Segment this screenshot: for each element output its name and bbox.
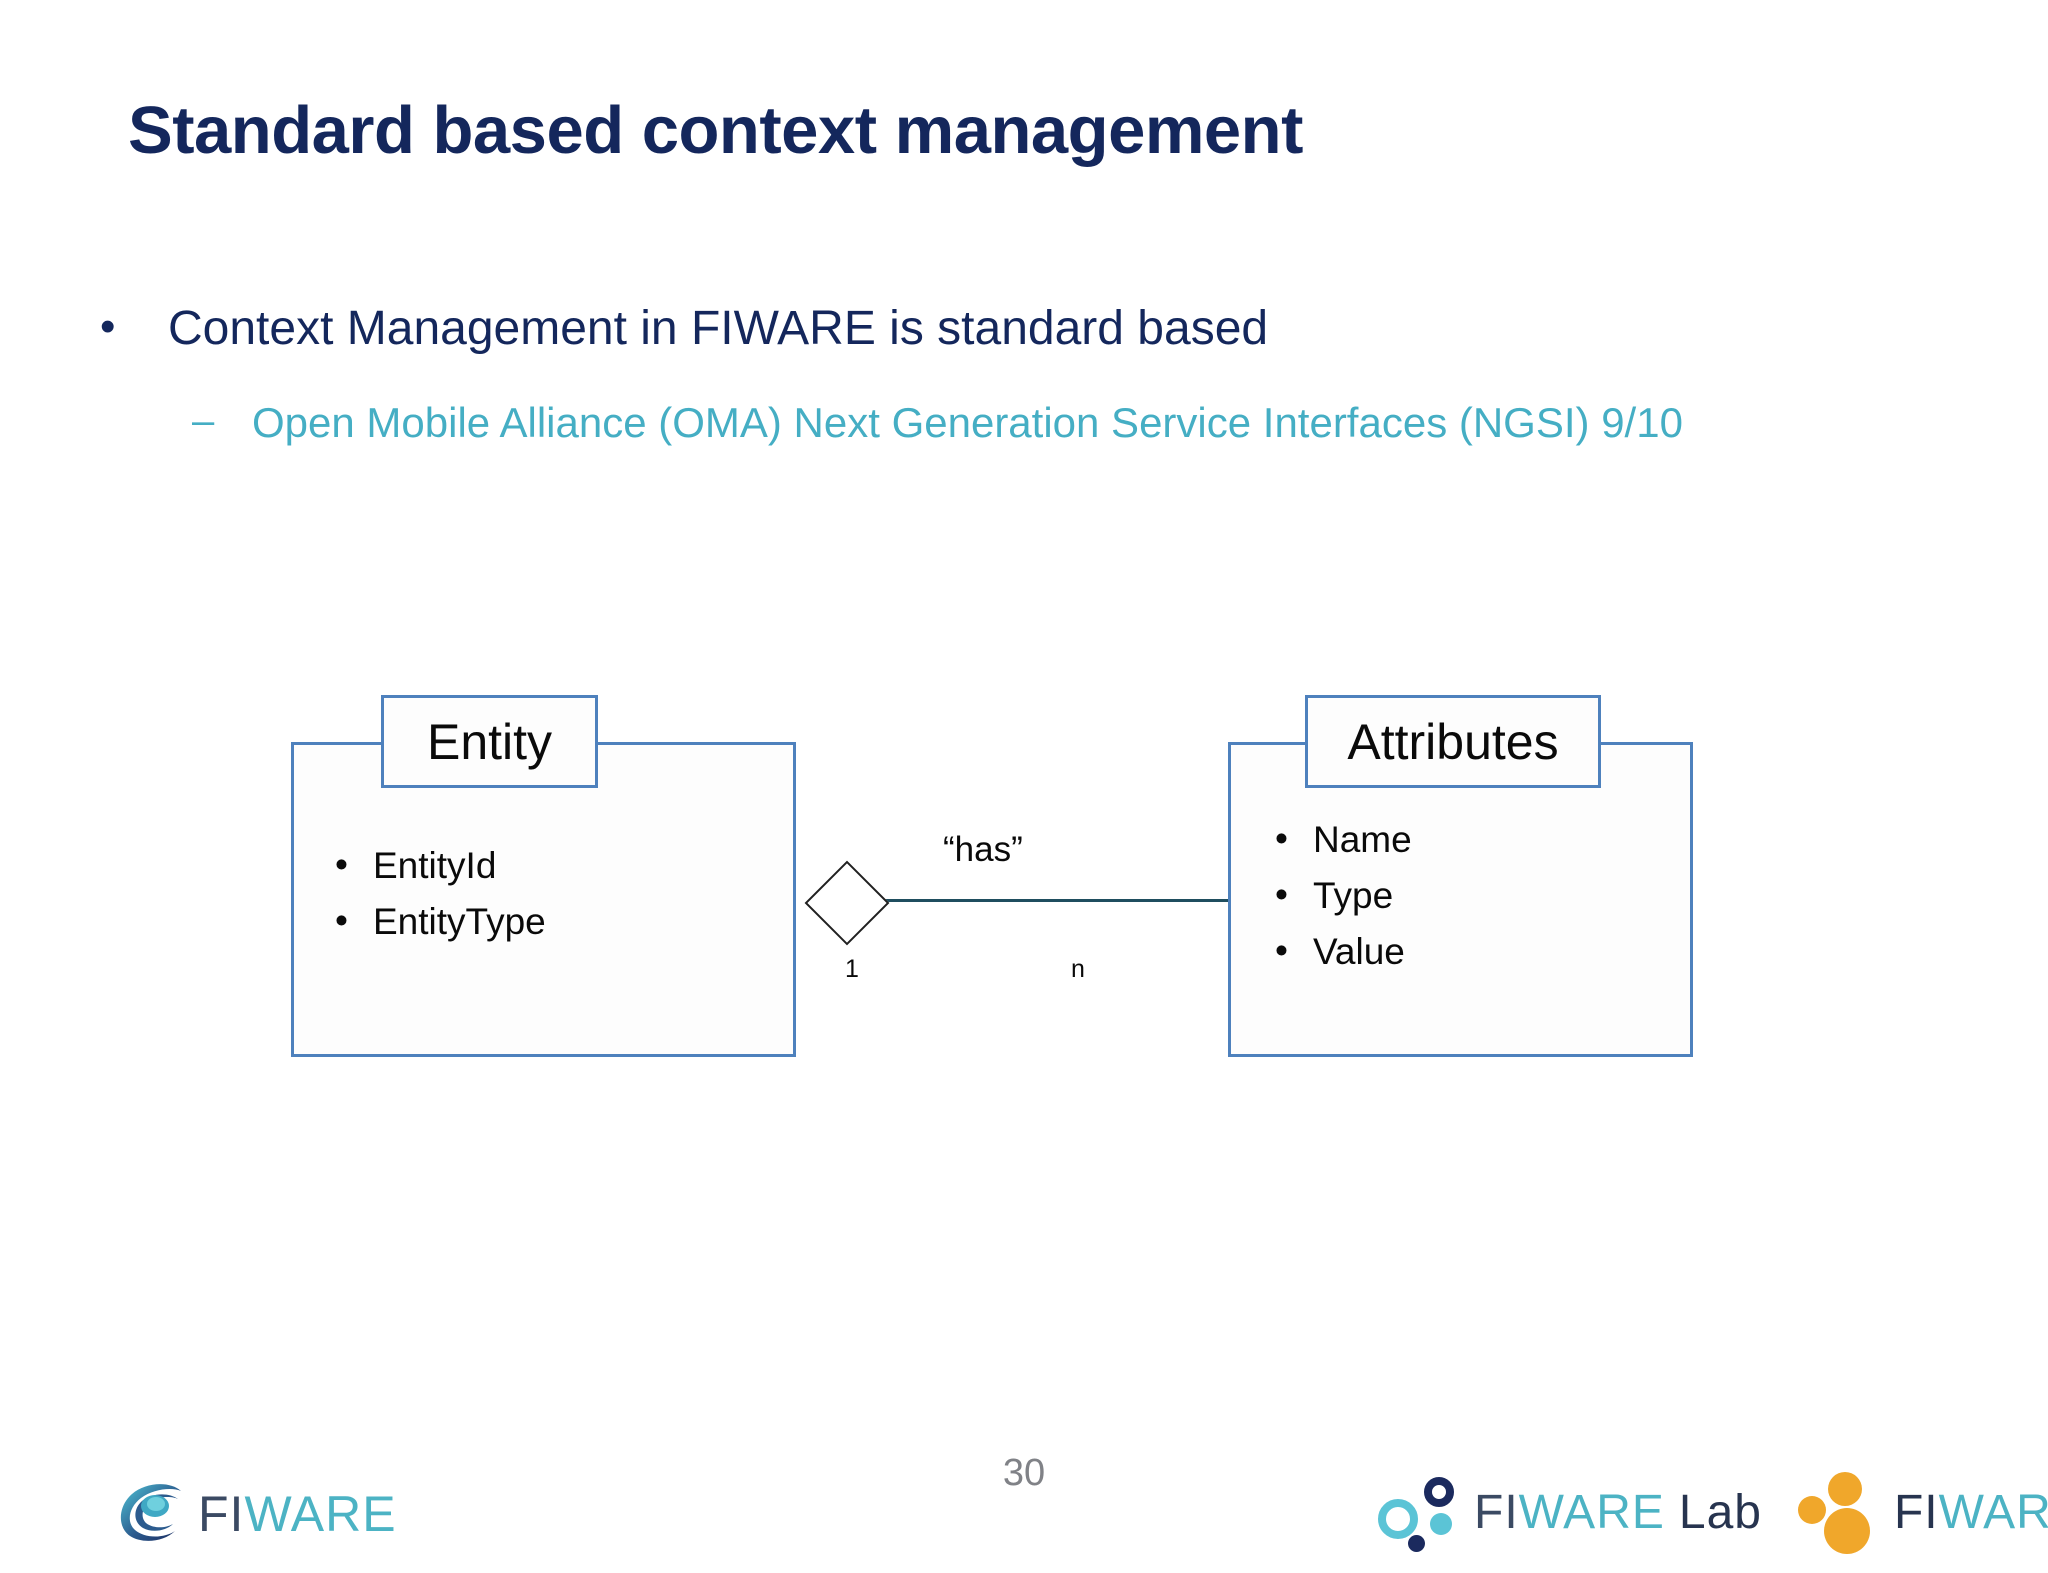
fiware-lab-text-fi: FI xyxy=(1474,1485,1519,1539)
fiware-swirl-icon xyxy=(118,1483,184,1545)
list-item: Type xyxy=(1275,867,1412,924)
fiware-lab-text-lab: Lab xyxy=(1678,1485,1762,1539)
page-title: Standard based context management xyxy=(128,93,1303,168)
list-item: Value xyxy=(1275,923,1412,980)
fiware-logo-text-fi: FI xyxy=(198,1486,245,1542)
fiware-ops-logo-text: FIWAREOps xyxy=(1894,1485,2048,1540)
relationship-diamond-icon xyxy=(804,860,890,946)
fiware-ops-text-fi: FI xyxy=(1893,1485,1939,1539)
relationship-connector-line xyxy=(868,899,1228,902)
fiware-logo-text: FIWARE xyxy=(198,1485,397,1543)
fiware-lab-dots-icon xyxy=(1378,1473,1474,1552)
entity-box-title: Entity xyxy=(381,695,598,788)
fiware-ops-molecule-icon xyxy=(1797,1472,1884,1554)
bullet-marker-icon: • xyxy=(100,302,116,351)
fiware-lab-text-ware: WARE xyxy=(1518,1485,1665,1539)
fiware-logo-text-ware: WARE xyxy=(244,1486,397,1542)
fiware-ops-text-ware: WARE xyxy=(1938,1485,2048,1539)
attributes-box-title: Attributes xyxy=(1305,695,1601,788)
cardinality-from: 1 xyxy=(845,955,859,983)
list-item: EntityType xyxy=(335,893,546,950)
bullet-level-2: – Open Mobile Alliance (OMA) Next Genera… xyxy=(192,395,1952,451)
list-item: Name xyxy=(1275,811,1412,868)
relationship-label: “has” xyxy=(943,830,1023,869)
entity-attribute-list: EntityId EntityType xyxy=(335,837,546,950)
bullet-level-1: • Context Management in FIWARE is standa… xyxy=(90,300,1970,358)
page-number: 30 xyxy=(1002,1452,1046,1494)
attributes-attribute-list: Name Type Value xyxy=(1275,811,1412,980)
list-item: EntityId xyxy=(335,837,546,894)
cardinality-to: n xyxy=(1071,955,1085,983)
dash-marker-icon: – xyxy=(192,399,215,443)
bullet-level-1-text: Context Management in FIWARE is standard… xyxy=(168,302,1269,355)
bullet-level-2-text: Open Mobile Alliance (OMA) Next Generati… xyxy=(252,399,1683,446)
fiware-logo: FIWARE xyxy=(118,1478,397,1550)
